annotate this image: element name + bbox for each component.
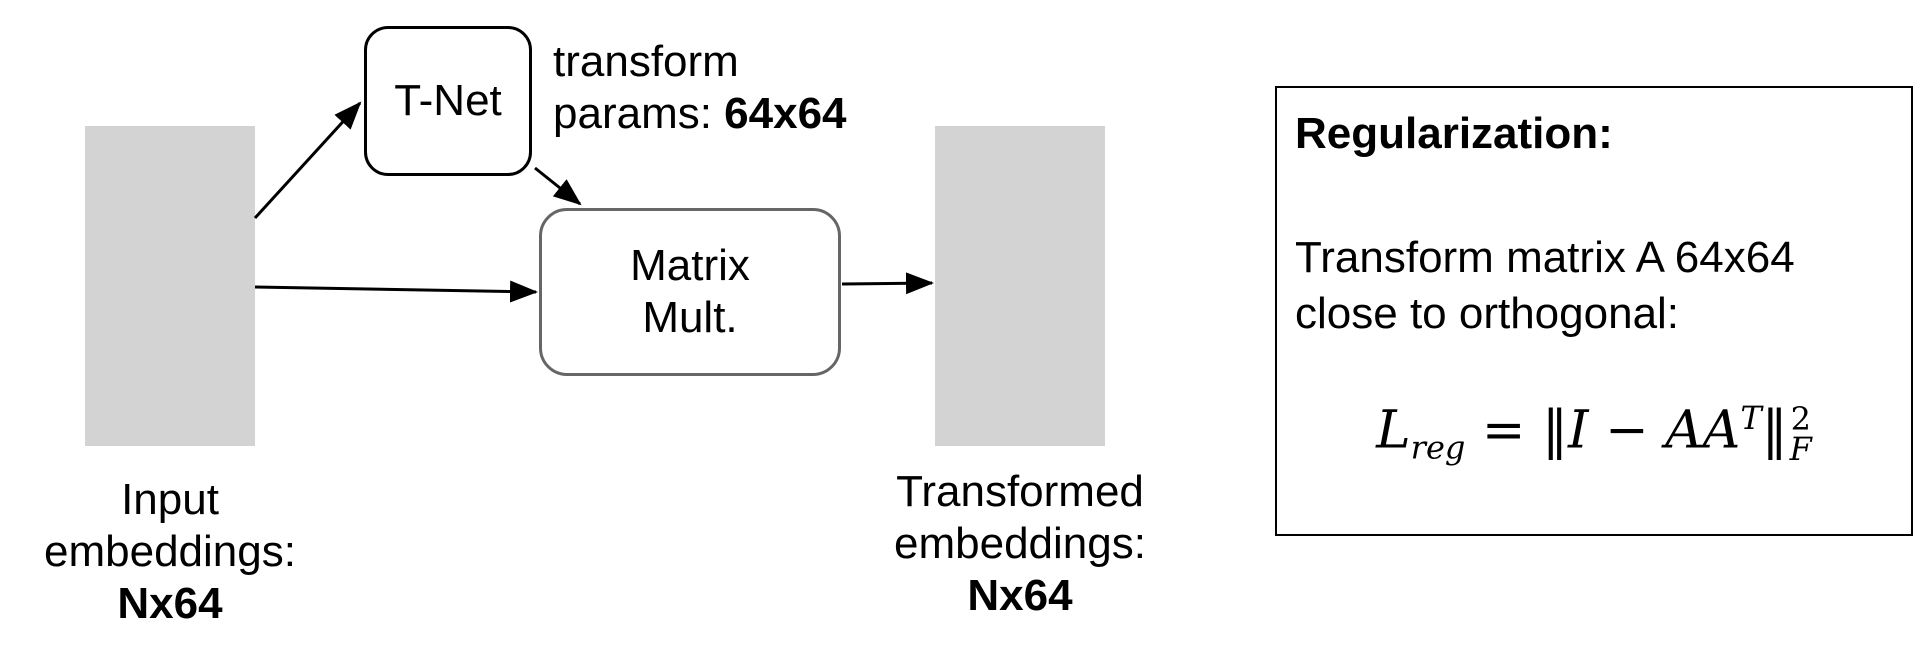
tnet-label: T-Net <box>394 76 502 125</box>
transformed-embeddings-caption: Transformed embeddings: Nx64 <box>845 466 1195 622</box>
formula-eq: = ‖ <box>1465 400 1569 461</box>
matrix-mult-node: Matrix Mult. <box>539 208 841 376</box>
formula-lhs: L <box>1376 400 1411 461</box>
formula-sup-2: 2 <box>1790 399 1811 438</box>
input-embeddings-block <box>85 126 255 446</box>
tnet-node: T-Net <box>364 26 532 176</box>
matrix-mult-line2: Mult. <box>642 293 738 342</box>
arrow-matmul-to-output <box>841 272 934 295</box>
input-caption-line3: Nx64 <box>117 579 223 628</box>
regularization-description: Transform matrix A 64x64 close to orthog… <box>1295 230 1795 342</box>
arrow-tnet-to-matmul <box>534 166 582 206</box>
input-embeddings-caption: Input embeddings: Nx64 <box>0 474 340 630</box>
matrix-mult-text: Matrix Mult. <box>630 240 750 344</box>
transform-params-label: transform params: 64x64 <box>553 36 847 140</box>
formula-close: ‖ <box>1761 400 1788 461</box>
formula-aa: AA <box>1665 400 1741 461</box>
regularization-box: Regularization: Transform matrix A 64x64… <box>1275 86 1913 536</box>
formula-identity: I <box>1568 400 1589 461</box>
arrow-input-to-matmul <box>254 280 538 303</box>
regularization-text-line1: Transform matrix A 64x64 <box>1295 233 1795 282</box>
matrix-mult-line1: Matrix <box>630 241 750 290</box>
input-caption-line1: Input <box>121 475 219 524</box>
arrow-input-to-tnet <box>253 101 362 220</box>
transform-params-line2: params: 64x64 <box>553 88 847 140</box>
formula-sub-f: F <box>1789 429 1812 468</box>
transform-params-value: 64x64 <box>724 89 847 138</box>
output-caption-line3: Nx64 <box>967 571 1073 620</box>
output-caption-line1: Transformed <box>896 467 1144 516</box>
regularization-text-line2: close to orthogonal: <box>1295 289 1680 338</box>
formula-sup-t: T <box>1740 399 1762 437</box>
formula-lhs-sub: reg <box>1410 428 1466 467</box>
transformed-embeddings-block <box>935 126 1105 446</box>
formula-minus: − <box>1588 400 1666 461</box>
transform-params-line1: transform <box>553 37 739 86</box>
regularization-title: Regularization: <box>1295 109 1613 158</box>
input-caption-line2: embeddings: <box>44 527 296 576</box>
output-caption-line2: embeddings: <box>894 519 1146 568</box>
transform-params-prefix: params: <box>553 89 725 138</box>
